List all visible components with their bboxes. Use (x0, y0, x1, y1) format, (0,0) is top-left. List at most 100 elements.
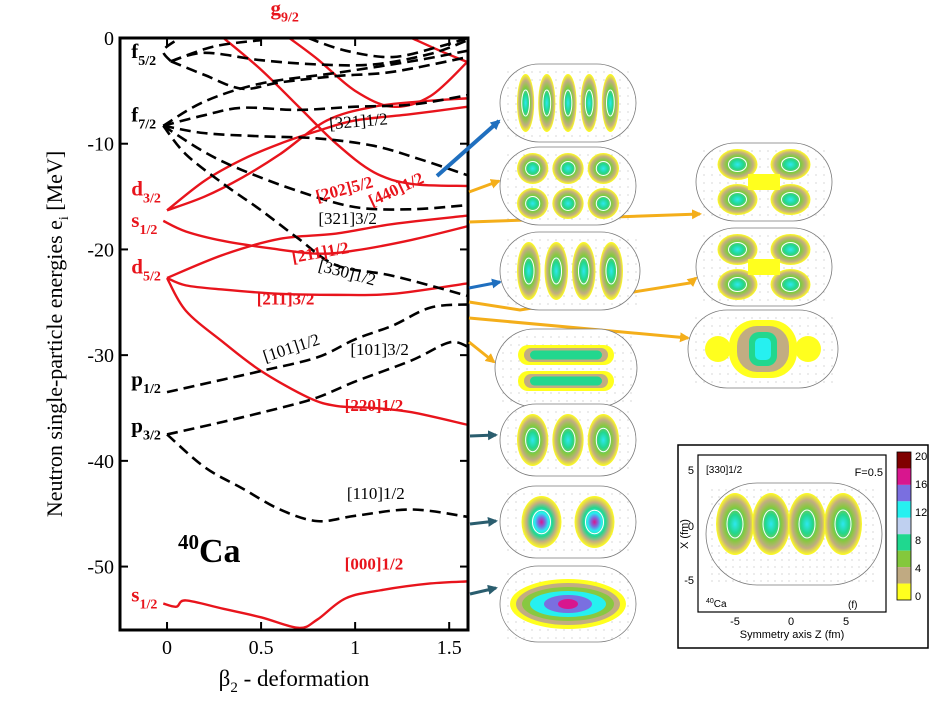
inset-x-tick-2: 5 (843, 616, 849, 628)
inset-y-tick-0: 5 (688, 465, 694, 477)
colorbar-tick-1: 16 (915, 479, 927, 491)
density-panel-p7 (687, 309, 839, 389)
colorbar-swatch-8 (897, 583, 911, 600)
inset-colorbar: 20 16 12 8 4 0 (896, 451, 927, 603)
level-curve-dashed-13 (162, 124, 468, 298)
density-panel-p1 (499, 63, 637, 143)
level-curve-dashed-11 (166, 433, 468, 523)
density-panel-p5 (695, 227, 833, 307)
shell-label-d-5-2: d5/2 (131, 255, 161, 285)
level-curve-dashed-12 (166, 303, 468, 394)
arrow-blue-440 (435, 119, 501, 178)
level-curve-solid-1 (165, 277, 468, 427)
level-curve-dashed-17 (162, 49, 468, 127)
nucleus-symbol: Ca (199, 533, 241, 570)
y-axis-label-main: Neutron single-particle energies e (42, 220, 67, 517)
density-panel-p4 (695, 142, 833, 222)
y-axis-label: Neutron single-particle energies ei [MeV… (42, 151, 72, 517)
arrow-teal-220 (469, 430, 498, 441)
nilsson-label-7: [101]1/2 (261, 330, 323, 366)
arrow-orange-211-1-2 (468, 316, 690, 343)
arrow-teal-330 (468, 278, 502, 290)
density-panels (494, 63, 839, 643)
density-panel-p2 (499, 146, 637, 226)
y-tick-label-4: -40 (87, 451, 114, 473)
colorbar-swatch-6 (897, 550, 911, 568)
inset-x-tick-0: -5 (730, 616, 740, 628)
y-axis-label-unit: [MeV] (42, 151, 67, 216)
inset-x-label: Symmetry axis Z (fm) (740, 629, 845, 641)
shell-label-p-1-2: p1/2 (131, 367, 161, 397)
shell-labels: g9/2f5/2f7/2d3/2s1/2d5/2p1/2p3/2s1/2 (131, 0, 299, 612)
colorbar-swatch-4 (897, 517, 911, 535)
y-tick-label-0: 0 (104, 28, 114, 50)
colorbar-swatch-7 (897, 567, 911, 584)
inset-density-map (705, 482, 883, 586)
nucleus-label: 40Ca (178, 530, 241, 570)
nilsson-label-0: [321]1/2 (328, 109, 388, 133)
level-curve-dashed-16 (162, 93, 468, 128)
shell-label-g-9-2: g9/2 (270, 0, 298, 26)
x-axis-label-rest: - deformation (238, 666, 370, 691)
inset-param-label: F=0.5 (855, 467, 883, 479)
colorbar-swatch-2 (897, 484, 911, 502)
level-curve-solid-8 (288, 38, 468, 109)
level-curve-solid-3 (166, 214, 468, 280)
y-axis-ticks: 0-10-20-30-40-50 (87, 28, 468, 579)
shell-label-s-1-2: s1/2 (131, 582, 157, 612)
nilsson-label-3: [321]3/2 (318, 209, 377, 228)
colorbar-tick-2: 12 (915, 507, 927, 519)
nilsson-label-11: [000]1/2 (345, 555, 404, 574)
colorbar-tick-3: 8 (915, 535, 921, 547)
inset-nucleus-mass: 40 (706, 598, 714, 605)
x-tick-label-3: 1.5 (437, 637, 462, 659)
colorbar-tick-0: 20 (915, 451, 927, 463)
inset-orbital-label: [330]1/2 (706, 465, 743, 476)
density-panel-p9 (499, 485, 637, 559)
energy-curves (161, 38, 468, 630)
colorbar-swatch-1 (897, 468, 911, 485)
level-curve-solid-2 (166, 276, 468, 297)
inset-density-plot: [330]1/2 F=0.5 40Ca (f) Symmetry axis Z … (677, 444, 929, 649)
nucleus-mass: 40 (178, 530, 199, 554)
colorbar-tick-4: 4 (915, 563, 921, 575)
nilsson-label-1: [202]5/2 (314, 172, 375, 206)
level-curve-solid-7 (222, 38, 468, 188)
x-axis-label-main: β (219, 666, 231, 691)
y-tick-label-2: -20 (87, 239, 114, 261)
level-curve-dashed-18 (170, 55, 468, 91)
density-panel-p10 (499, 565, 637, 643)
level-curve-dashed-15 (163, 124, 468, 177)
x-axis-label: β2 - deformation (219, 666, 370, 696)
shell-label-f-5-2: f5/2 (131, 39, 156, 69)
x-tick-label-2: 1 (350, 637, 360, 659)
shell-label-d-3-2: d3/2 (131, 177, 161, 207)
inset-nucleus-symbol: Ca (714, 599, 727, 610)
colorbar-tick-5: 0 (915, 591, 921, 603)
arrows (435, 119, 702, 596)
y-tick-label-1: -10 (87, 134, 114, 156)
shell-label-f-7-2: f7/2 (131, 103, 156, 133)
level-curve-dashed-22 (307, 38, 468, 59)
nilsson-label-8: [101]3/2 (350, 340, 409, 359)
colorbar-swatch-3 (897, 501, 911, 518)
inset-nucleus-label: 40Ca (706, 598, 727, 610)
nilsson-labels: [321]1/2[202]5/2[440]1/2[321]3/2[211]1/2… (257, 109, 427, 573)
y-tick-label-5: -50 (87, 557, 114, 579)
x-axis-label-sub: 2 (230, 680, 238, 696)
shell-label-s-1-2: s1/2 (131, 208, 157, 238)
inset-y-tick-1: 0 (688, 521, 694, 533)
level-curve-dashed-20 (170, 38, 262, 63)
x-tick-label-0: 0 (162, 637, 172, 659)
level-curve-dashed-19 (170, 38, 468, 67)
colorbar-swatch-0 (897, 452, 911, 469)
inset-x-tick-1: 0 (788, 616, 794, 628)
inset-y-label: X (fm) (679, 519, 691, 549)
density-panel-p8 (499, 403, 637, 477)
arrow-teal-000 (469, 584, 498, 596)
inset-panel-tag: (f) (848, 600, 857, 611)
nilsson-label-10: [110]1/2 (347, 484, 405, 503)
nilsson-label-6: [211]3/2 (257, 289, 315, 308)
